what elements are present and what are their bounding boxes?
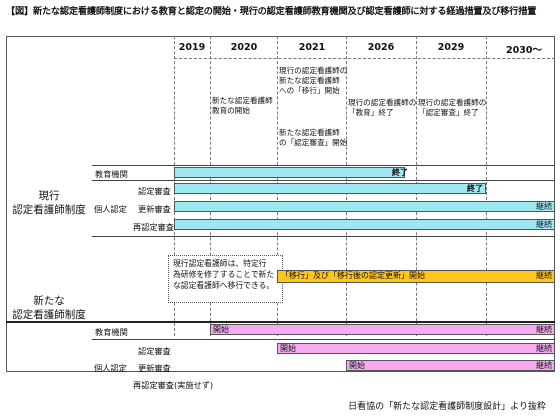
year-2029: 2029	[437, 42, 465, 53]
note-2021-transition: 現行の認定看護師の新たな認定看護師への「移行」開始	[279, 66, 348, 96]
year-2020: 2020	[230, 42, 258, 53]
new-renew-cont: 継続	[536, 361, 552, 370]
figure-title: 【図】新たな認定看護師制度における教育と認定の開始・現行の認定看護師教育機関及び…	[6, 6, 537, 17]
divider-2030	[486, 36, 487, 336]
note-2029: 現行の認定看護師の「認定審査」終了	[418, 98, 487, 118]
year-2021: 2021	[298, 42, 326, 53]
note-2026: 現行の認定看護師の「教育」終了	[348, 98, 417, 118]
new-reexam-label: 再認定審査(実施せず)	[133, 380, 214, 390]
new-renew-start: 開始	[349, 361, 365, 370]
source-footer: 日看協の「新たな認定看護師制度設計」より抜粋	[348, 402, 546, 412]
year-2026: 2026	[367, 42, 395, 53]
current-indiv-line	[92, 180, 555, 181]
current-edu-label: 教育機関	[95, 169, 128, 179]
note-2020: 新たな認定看護師教育の開始	[212, 96, 273, 116]
current-edu-line	[92, 165, 555, 166]
current-exam-label: 認定審査	[138, 186, 171, 196]
new-exam-bar	[277, 343, 555, 354]
new-edu-label: 教育機関	[95, 327, 128, 337]
current-renew-label: 更新審査	[138, 204, 171, 214]
new-exam-start: 開始	[280, 344, 296, 353]
year-2030: 2030～	[506, 45, 542, 56]
note-2021-exam: 新たな認定看護師の「認定審査」開始	[279, 128, 348, 148]
current-section-label: 現行認定看護師制度	[12, 190, 86, 216]
new-indiv-label: 個人認定	[94, 363, 127, 373]
current-reexam-cont: 継続	[536, 220, 552, 229]
transition-bar	[277, 270, 555, 283]
transition-callout: 現行認定看護師は、特定行為研修を修了することで新たな認定看護師へ移行できる。	[168, 255, 283, 303]
transition-cont: 継続	[536, 271, 552, 280]
current-exam-bar	[174, 183, 486, 194]
new-indiv-line	[92, 339, 555, 340]
current-renew-cont: 継続	[536, 202, 552, 211]
year-2019: 2019	[178, 42, 206, 53]
new-exam-cont: 継続	[536, 344, 552, 353]
current-edu-bar	[174, 167, 405, 178]
current-reexam-bar	[174, 219, 555, 230]
new-edu-line	[6, 321, 555, 323]
new-edu-start: 開始	[213, 325, 229, 334]
new-section-label: 新たな認定看護師制度	[12, 295, 86, 321]
new-renew-bar	[346, 360, 555, 371]
current-edu-end: 終了	[392, 168, 408, 177]
current-bottom-line	[92, 236, 555, 237]
current-reexam-label: 再認定審査	[133, 222, 174, 232]
current-exam-end: 終了	[467, 184, 483, 193]
current-indiv-label: 個人認定	[94, 204, 127, 214]
new-edu-bar	[210, 324, 555, 335]
new-edu-cont: 継続	[536, 325, 552, 334]
year-header-line	[174, 58, 555, 59]
new-renew-label: 更新審査	[138, 363, 171, 373]
transition-label: 「移行」及び「移行後の認定更新」開始	[281, 271, 425, 280]
new-exam-label: 認定審査	[138, 346, 171, 356]
current-renew-bar	[174, 201, 555, 212]
